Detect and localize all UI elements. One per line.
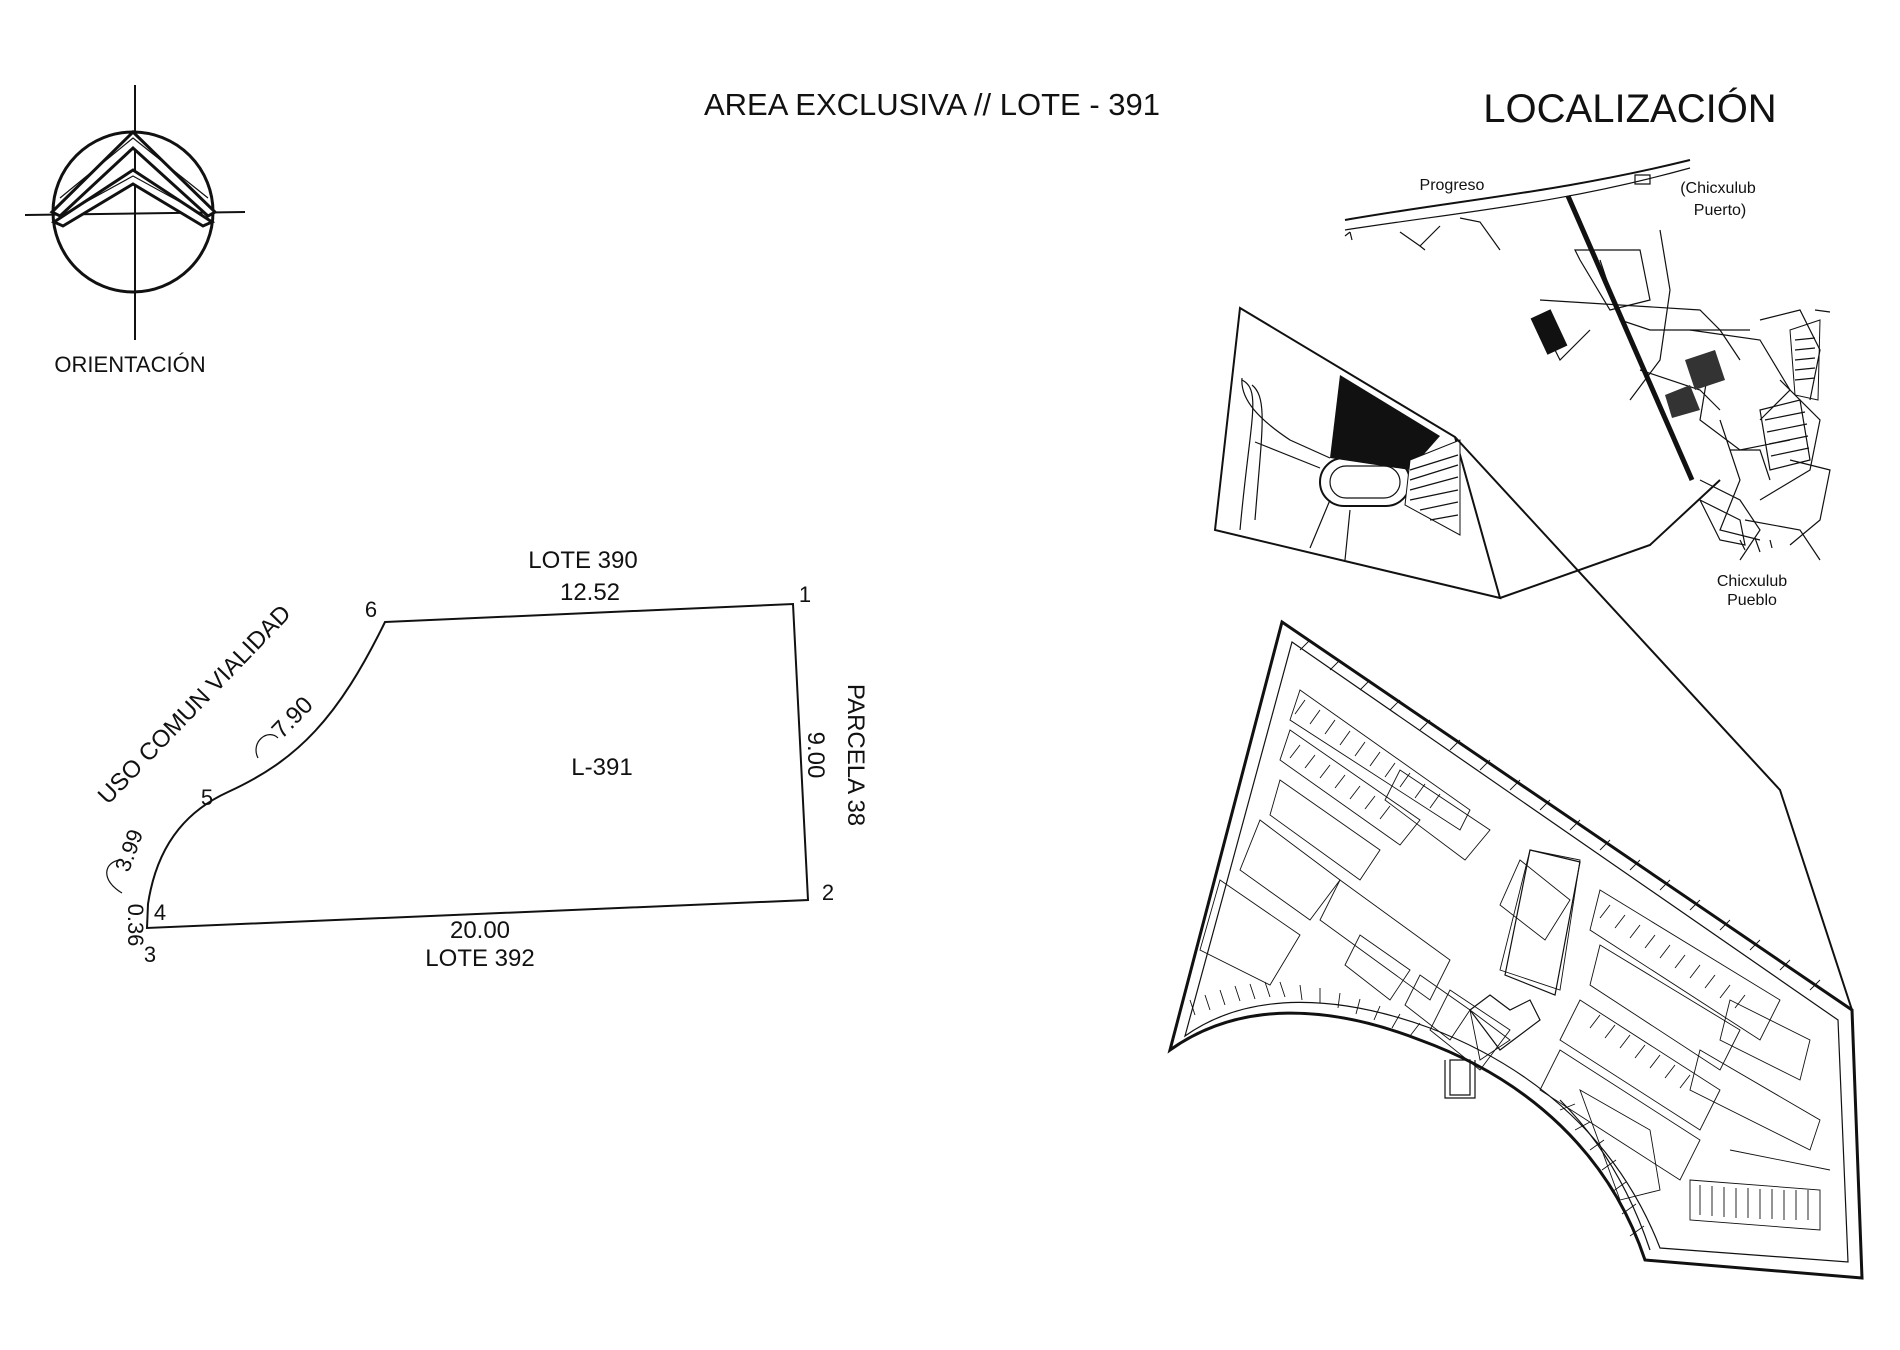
dimension-2-3: 20.00 <box>450 917 510 944</box>
vertex-5-label: 5 <box>201 785 213 810</box>
neighbor-east-label: PARCELA 38 <box>842 684 869 826</box>
location-title: LOCALIZACIÓN <box>1483 86 1776 131</box>
subdivision-plan <box>1167 619 1864 1280</box>
lot-391-boundary <box>145 602 810 930</box>
arc-symbol-icon <box>106 859 123 894</box>
dimension-arc-4-5: 3.99 <box>110 826 148 875</box>
place-chicxulub-pueblo: Chicxulub <box>1717 573 1787 590</box>
vertex-3-label: 3 <box>144 942 156 967</box>
north-arrow-icon <box>24 85 246 340</box>
dimension-3-4: 0.36 <box>123 904 148 947</box>
connector-line <box>1499 479 1721 599</box>
place-progreso: Progreso <box>1420 177 1485 194</box>
neighbor-south-label: LOTE 392 <box>425 945 534 972</box>
vertex-4-label: 4 <box>154 900 166 925</box>
vertex-1-label: 1 <box>799 582 811 607</box>
regional-road-map <box>1344 159 1831 561</box>
neighbor-west-label: USO COMUN VIALIDAD <box>93 600 297 810</box>
neighbor-north-label: LOTE 390 <box>528 547 637 574</box>
vertex-2-label: 2 <box>822 880 834 905</box>
dimension-1-2: 9.00 <box>802 732 829 779</box>
place-chicxulub-pueblo: Pueblo <box>1727 592 1777 609</box>
lot-id-label: L-391 <box>571 754 632 781</box>
dimension-6-1: 12.52 <box>560 579 620 606</box>
place-chicxulub-puerto: Puerto) <box>1694 202 1746 219</box>
arc-symbol-icon <box>255 734 279 759</box>
orientation-label: ORIENTACIÓN <box>54 352 205 377</box>
site-inset-map <box>1213 306 1502 600</box>
place-chicxulub-puerto: (Chicxulub <box>1680 180 1756 197</box>
connector-line <box>1454 436 1853 1011</box>
vertex-6-label: 6 <box>365 597 377 622</box>
page-title: AREA EXCLUSIVA // LOTE - 391 <box>704 87 1160 122</box>
